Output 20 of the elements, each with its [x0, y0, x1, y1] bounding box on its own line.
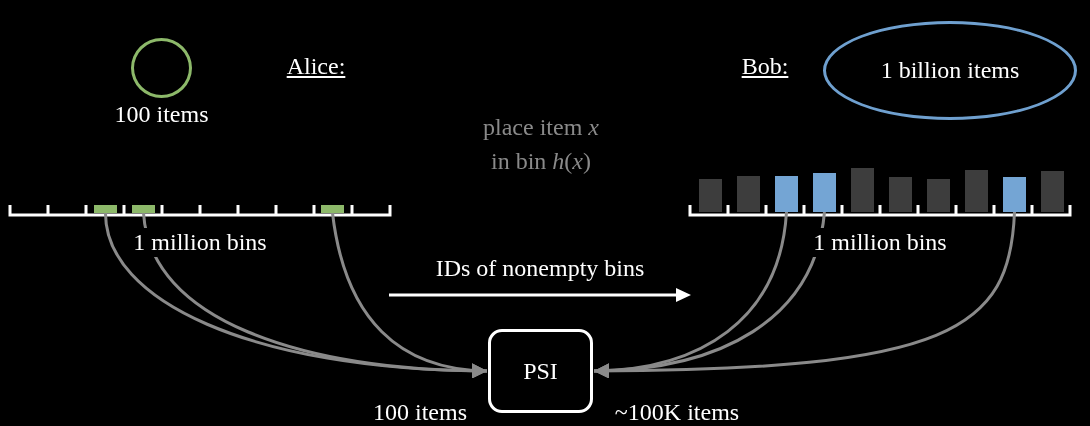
set-label: 1 billion items — [880, 57, 1020, 84]
set-circle — [131, 38, 192, 98]
filled-bin — [775, 176, 798, 212]
input-size-label: ~100K items — [614, 398, 740, 426]
party-name: Bob: — [741, 52, 789, 81]
party-name: Alice: — [286, 52, 346, 81]
filled-bin — [132, 205, 155, 213]
arrow-caption: IDs of nonempty bins — [435, 254, 645, 283]
set-ellipse — [823, 21, 1077, 120]
filled-bin — [321, 205, 344, 213]
filled-bin — [1003, 177, 1026, 212]
curved-arrow — [331, 212, 488, 378]
box-label: PSI — [523, 357, 558, 385]
set-size-caption: 100 items — [114, 100, 209, 129]
process-box — [488, 329, 593, 413]
filled-bin — [94, 205, 117, 213]
input-size-label: 100 items — [373, 398, 467, 426]
filled-bin — [813, 173, 836, 212]
curved-arrow — [594, 211, 1016, 379]
hash-note: place item x in bin h(x) — [482, 113, 600, 176]
